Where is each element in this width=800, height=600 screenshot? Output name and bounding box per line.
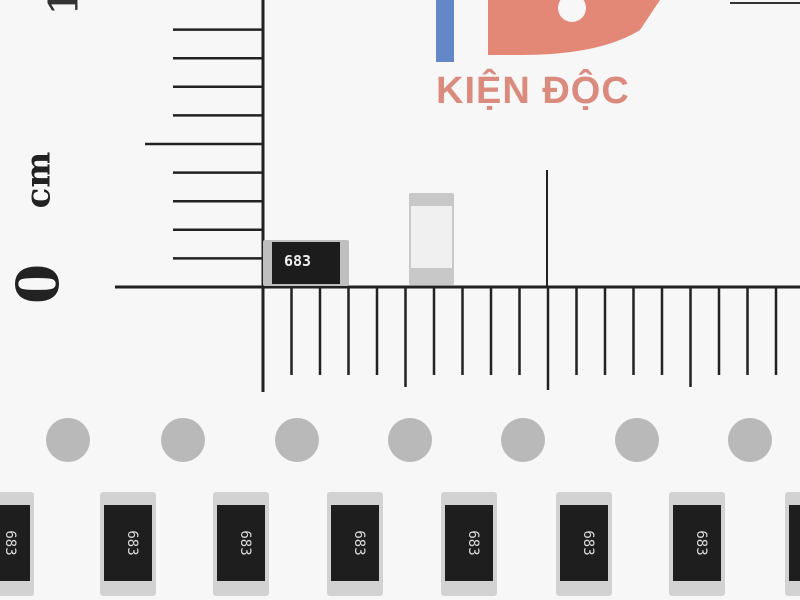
ruler-unit-label: cm (18, 151, 59, 209)
tape-sprocket-hole (388, 418, 432, 462)
logo-shape (488, 0, 660, 55)
tape-resistor-marking: 683 (2, 530, 18, 555)
tape-sprocket-hole (161, 418, 205, 462)
tape-resistor-marking: 683 (124, 530, 140, 555)
resistor-marking: 683 (284, 252, 312, 270)
tape-resistor-body (0, 505, 30, 581)
tape-resistor-body (331, 505, 379, 581)
tape-sprocket-hole (46, 418, 90, 462)
tape-resistor-marking: 683 (351, 530, 367, 555)
tape-resistor-marking: 683 (693, 530, 709, 555)
tape-resistor-body (789, 505, 800, 581)
ruler-one-label: 1 (40, 0, 88, 16)
tape-resistor-marking: 683 (237, 530, 253, 555)
tape-sprocket-hole (275, 418, 319, 462)
tape-sprocket-hole (728, 418, 772, 462)
tape-resistor-body (560, 505, 608, 581)
tape-sprocket-hole (615, 418, 659, 462)
logo-hole (558, 0, 586, 22)
tape-resistor-marking: 683 (465, 530, 481, 555)
tape-resistor-body (445, 505, 493, 581)
component-body (411, 206, 452, 268)
tape-resistor-body (104, 505, 152, 581)
tape-resistor-marking: 683 (580, 530, 596, 555)
tape-sprocket-hole (501, 418, 545, 462)
resistor-body (272, 242, 340, 284)
ruler-zero-label: 0 (4, 263, 73, 305)
watermark-logo-text: KIỆN ĐỘC (436, 70, 630, 112)
tape-resistor-body (673, 505, 721, 581)
logo-blue-bar (436, 0, 454, 62)
tape-resistor-body (217, 505, 265, 581)
